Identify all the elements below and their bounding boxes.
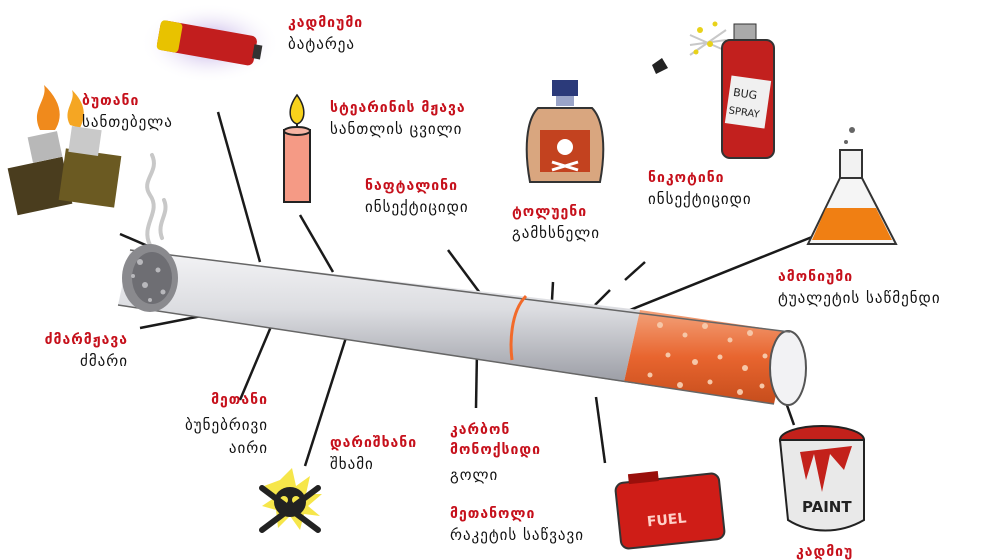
candle-icon [283, 93, 311, 203]
source-name: ინსექტიციდი [365, 198, 469, 216]
cigarette-outline [117, 249, 791, 405]
source-name: გოლი [450, 465, 499, 484]
label-arsenic: დარიშხანი შხამი [330, 436, 417, 472]
chemical-name: დარიშხანი [330, 435, 418, 451]
skull-crossbones-icon [259, 468, 322, 533]
label-stearic-acid: სტეარინის მჟავა სანთლის ცვილი [330, 101, 466, 137]
label-carbon-monoxide: კარბონ მონოქსიდი გოლი [450, 420, 568, 483]
bug-spray-icon: BUG SPRAY [652, 21, 775, 159]
source-name: სანთლის ცვილი [330, 120, 463, 138]
source-name: რაკეტის საწვავი [450, 526, 584, 544]
label-ammonia: ამონიუმი ტუალეტის საწმენდი [778, 270, 941, 306]
label-naphthalene: ნაფტალინი ინსექტიციდი [365, 179, 469, 215]
svg-text:SPRAY: SPRAY [728, 105, 761, 120]
chemical-name: ნაფტალინი [365, 178, 458, 194]
source-name: ბატარეა [288, 35, 355, 53]
chemical-name: ძმარმჟავა [44, 332, 128, 348]
smoke-wisp [145, 153, 168, 247]
battery-icon [140, 3, 280, 83]
svg-text:PAINT: PAINT [802, 498, 852, 516]
chemical-name: კადმიუ [796, 544, 854, 560]
poison-bottle-icon [525, 80, 605, 183]
source-name: ინსექტიციდი [648, 190, 752, 208]
label-methane: მეთანი ბუნებრივი აირი [150, 393, 268, 461]
chemical-name: სტეარინის მჟავა [330, 100, 466, 116]
chemical-name: კარბონ მონოქსიდი [450, 422, 541, 459]
label-cadmium: კადმიუმი ბატარეა [288, 16, 363, 52]
label-methanol: მეთანოლი რაკეტის საწვავი [450, 507, 584, 543]
label-toluene: ტოლუენი გამხსნელი [512, 205, 600, 241]
filter-speckles [647, 322, 768, 395]
label-paint-partial: კადმიუ [796, 545, 853, 559]
cigarette [117, 244, 807, 406]
chemical-name: ამონიუმი [778, 269, 854, 285]
flask-icon [806, 127, 898, 245]
lighter-icon [7, 85, 122, 216]
label-butane: ბუთანი სანთებელა [82, 94, 173, 130]
filter-ring [509, 294, 528, 361]
source-name: ტუალეტის საწმენდი [778, 289, 941, 307]
chemical-name: კადმიუმი [288, 15, 364, 31]
source-name: ბუნებრივი აირი [185, 416, 268, 458]
label-nicotine: ნიკოტინი ინსექტიციდი [648, 171, 752, 207]
paint-can-icon: PAINT [778, 425, 865, 532]
fuel-can-icon: FUEL [614, 471, 726, 550]
cigarette-paper [118, 250, 640, 382]
chemical-name: მეთანოლი [450, 506, 536, 522]
source-name: შხამი [330, 455, 374, 473]
label-acetic-acid: ძმარმჟავა ძმარი [36, 333, 128, 369]
svg-text:BUG: BUG [732, 86, 758, 102]
ash-dots [131, 259, 166, 302]
chemical-name: მეთანი [211, 392, 268, 408]
chemical-name: ნიკოტინი [648, 170, 725, 186]
chemical-name: ბუთანი [82, 93, 140, 109]
svg-text:FUEL: FUEL [646, 510, 687, 530]
filter-end [769, 330, 807, 406]
source-name: გამხსნელი [512, 224, 601, 242]
source-name: ძმარი [80, 352, 128, 370]
source-name: სანთებელა [82, 113, 173, 131]
chemical-name: ტოლუენი [512, 204, 588, 220]
